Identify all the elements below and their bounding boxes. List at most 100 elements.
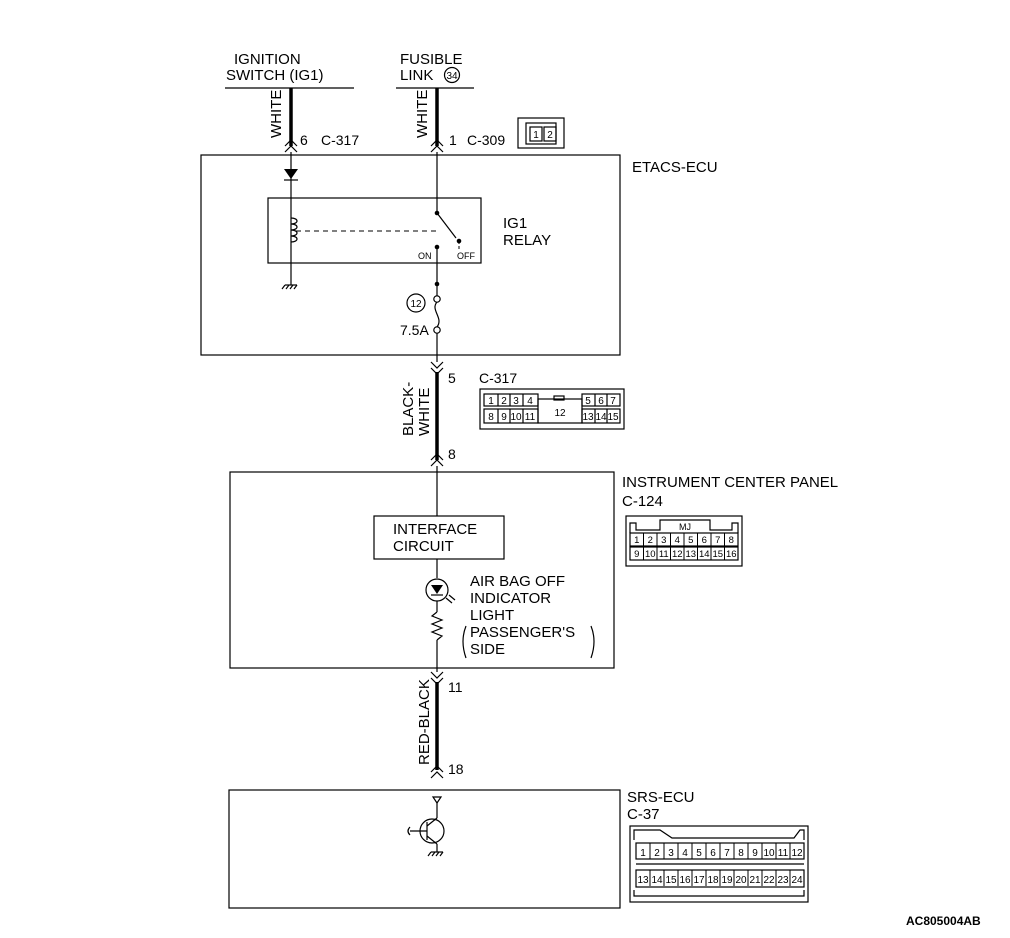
connector-pin-label: 7 bbox=[715, 535, 720, 546]
srs-in-pin: 18 bbox=[448, 761, 464, 777]
interface-circuit-label-1: INTERFACE bbox=[393, 521, 477, 538]
svg-text:8: 8 bbox=[488, 412, 494, 423]
svg-text:SWITCH (IG1): SWITCH (IG1) bbox=[226, 67, 324, 84]
bracket-left bbox=[462, 625, 467, 659]
connector-pin-label: 5 bbox=[688, 535, 693, 546]
svg-text:2: 2 bbox=[501, 396, 507, 407]
svg-text:FUSIBLE: FUSIBLE bbox=[400, 51, 463, 68]
connector-pin-label: 21 bbox=[749, 875, 761, 886]
connector-pin-label: 22 bbox=[763, 875, 775, 886]
connector-pin-label: 2 bbox=[654, 848, 660, 859]
instrument-panel-label: INSTRUMENT CENTER PANEL bbox=[622, 474, 838, 491]
connector-pin-label: 18 bbox=[707, 875, 719, 886]
indicator-label-5: SIDE bbox=[470, 641, 505, 658]
connector-pin-label: 23 bbox=[777, 875, 789, 886]
connector-pin-label: 3 bbox=[661, 535, 666, 546]
svg-text:10: 10 bbox=[510, 412, 522, 423]
etacs-ecu-label: ETACS-ECU bbox=[632, 159, 718, 176]
connector-pin-label: 9 bbox=[634, 549, 639, 560]
relay-switch-arm bbox=[436, 212, 457, 239]
interface-circuit-box bbox=[373, 515, 505, 560]
terminal-marker bbox=[284, 139, 298, 153]
figure-id: AC805004AB bbox=[906, 914, 981, 928]
srs-ecu-conn: C-37 bbox=[627, 806, 660, 823]
indicator-label-3: LIGHT bbox=[470, 607, 514, 624]
relay-on-label: ON bbox=[418, 251, 432, 261]
terminal-marker bbox=[430, 765, 444, 779]
connector-pin-label: 3 bbox=[668, 848, 674, 859]
ign-pin: 6 bbox=[300, 132, 308, 148]
panel-out-pin: 11 bbox=[448, 679, 463, 695]
svg-text:6: 6 bbox=[598, 396, 604, 407]
connector-pin-label: 4 bbox=[682, 848, 688, 859]
etacs-out-conn: C-317 bbox=[479, 370, 517, 386]
etacs-out-pin: 5 bbox=[448, 370, 456, 386]
connector-pin-label: 12 bbox=[791, 848, 803, 859]
srs-ecu-box bbox=[228, 789, 621, 909]
svg-text:14: 14 bbox=[595, 412, 607, 423]
connector-pin-label: 15 bbox=[665, 875, 677, 886]
relay-box bbox=[267, 197, 482, 264]
relay-label-1: IG1 bbox=[503, 215, 527, 232]
svg-text:IGNITION: IGNITION bbox=[234, 51, 301, 68]
fuse-terminal bbox=[433, 326, 441, 334]
instrument-panel-conn: C-124 bbox=[622, 493, 663, 510]
ground-icon bbox=[281, 284, 298, 290]
relay-off-label: OFF bbox=[457, 251, 475, 261]
connector-pin-label: 1 bbox=[640, 848, 646, 859]
connector-pin-label: 16 bbox=[679, 875, 691, 886]
connector-pin-label: 8 bbox=[729, 535, 734, 546]
ignition-switch-label: IGNITION SWITCH (IG1) bbox=[226, 51, 324, 84]
instrument-panel-box bbox=[229, 471, 615, 669]
ignition-wire-color: WHITE bbox=[268, 90, 285, 138]
svg-text:5: 5 bbox=[585, 396, 591, 407]
connector-pin-label: 12 bbox=[672, 549, 683, 560]
connector-pin-label: 10 bbox=[645, 549, 656, 560]
fuse-icon bbox=[434, 301, 440, 328]
connector-pin-label: 7 bbox=[724, 848, 730, 859]
connector-pin-label: 17 bbox=[693, 875, 705, 886]
fuse-number-circle bbox=[406, 293, 426, 313]
connector-pin-label: 1 bbox=[634, 535, 639, 546]
connector-pin-label: 2 bbox=[648, 535, 653, 546]
connector-pin-label: 24 bbox=[791, 875, 803, 886]
svg-text:1: 1 bbox=[533, 130, 539, 141]
svg-text:MJ: MJ bbox=[679, 522, 691, 532]
connector-pin-label: 10 bbox=[763, 848, 775, 859]
fl-pin: 1 bbox=[449, 132, 457, 148]
transistor-icon bbox=[407, 796, 445, 857]
connector-pin-label: 14 bbox=[651, 875, 663, 886]
fuse-rating: 7.5A bbox=[400, 322, 429, 338]
ign-conn: C-317 bbox=[321, 132, 359, 148]
svg-text:11: 11 bbox=[525, 412, 536, 423]
terminal-marker bbox=[430, 453, 444, 467]
connector-pin-label: 16 bbox=[726, 549, 737, 560]
connector-pin-label: 5 bbox=[696, 848, 702, 859]
relay-label-2: RELAY bbox=[503, 232, 551, 249]
connector-pin-label: 8 bbox=[738, 848, 744, 859]
fusible-wire-color: WHITE bbox=[414, 90, 431, 138]
resistor-icon bbox=[430, 611, 444, 641]
srs-ecu-label: SRS-ECU bbox=[627, 789, 695, 806]
indicator-label-4: PASSENGER'S bbox=[470, 624, 575, 641]
indicator-label-1: AIR BAG OFF bbox=[470, 573, 565, 590]
relay-coil-icon bbox=[290, 217, 298, 243]
connector-pin-label: 4 bbox=[675, 535, 680, 546]
terminal-marker bbox=[430, 139, 444, 153]
fusible-link-number: 34 bbox=[446, 71, 458, 82]
svg-text:2: 2 bbox=[547, 130, 553, 141]
fusible-link-number-circle bbox=[443, 66, 461, 84]
svg-text:7: 7 bbox=[610, 396, 616, 407]
connector-pin-label: 11 bbox=[659, 549, 669, 560]
interface-circuit-label-2: CIRCUIT bbox=[393, 538, 454, 555]
connector-pin-label: 13 bbox=[637, 875, 649, 886]
fuse-terminal bbox=[433, 295, 441, 303]
connector-pin-label: 11 bbox=[778, 848, 789, 859]
diode-icon bbox=[284, 169, 298, 179]
indicator-label-2: INDICATOR bbox=[470, 590, 551, 607]
connector-c309: 1 2 bbox=[517, 117, 565, 149]
connector-pin-label: 6 bbox=[710, 848, 716, 859]
